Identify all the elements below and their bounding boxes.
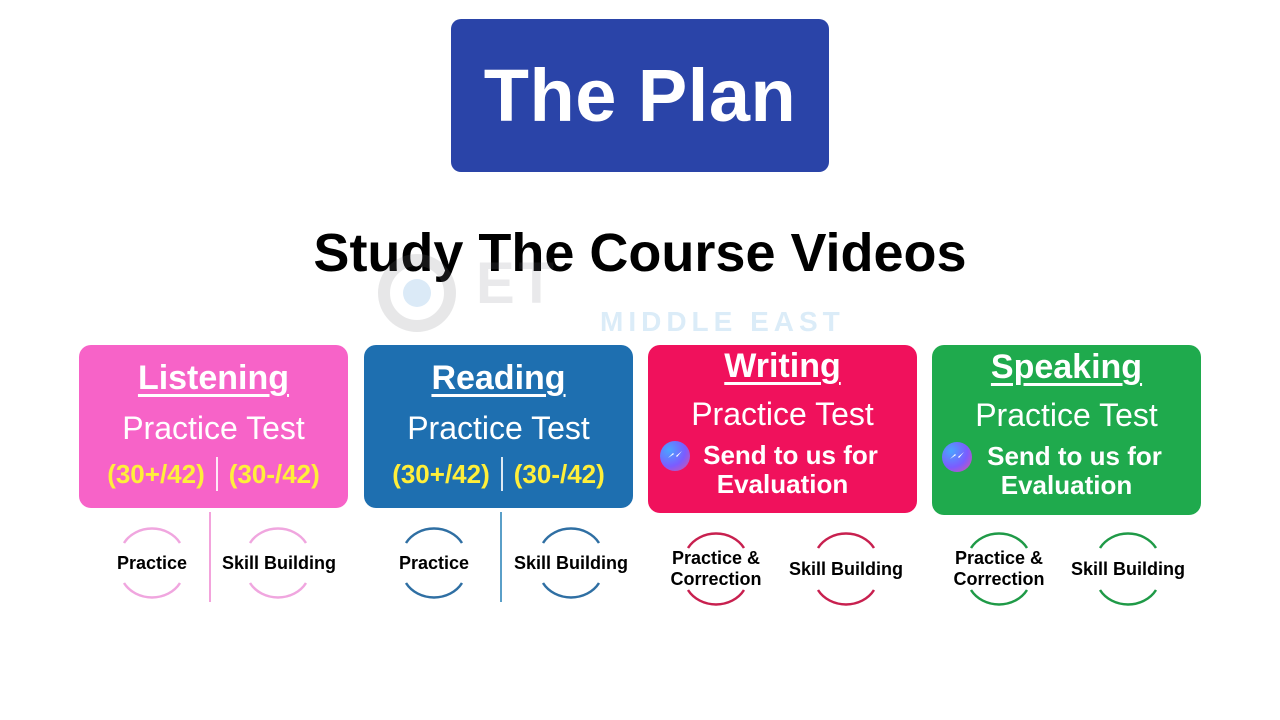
messenger-icon [660,441,690,471]
send-line-1: Send to us for [703,440,878,470]
send-line-1: Send to us for [987,441,1162,471]
card-practice-test: Practice Test [407,410,590,446]
outcome-arc [404,527,464,599]
score-low: (30-/42) [228,458,320,489]
card-practice-test: Practice Test [122,410,305,446]
card-practice-test: Practice Test [975,397,1158,433]
card-skill-title: Listening [137,359,290,397]
outcome-practice-correction: Practice & Correction [953,548,1045,589]
score-high: (30+/42) [392,458,490,489]
card-scores: (30+/42) (30-/42) [79,457,348,491]
card-send-evaluation: Send to us for Evaluation [932,442,1201,500]
card-reading: Reading Practice Test (30+/42) (30-/42) [364,345,633,508]
outcome-practice-correction: Practice & Correction [670,548,762,589]
score-divider [500,457,503,491]
page-title: The Plan [483,54,797,137]
card-send-evaluation: Send to us for Evaluation [648,441,917,499]
outcome-skill-building: Skill Building [788,558,903,579]
card-listening: Listening Practice Test (30+/42) (30-/42… [79,345,348,508]
outcome-arc [816,532,876,606]
score-low: (30-/42) [513,458,605,489]
title-box: The Plan [451,19,829,172]
outcome-arc [1098,532,1158,606]
outcome-practice: Practice [398,552,470,573]
messenger-icon [942,442,972,472]
card-speaking: Speaking Practice Test Send to us for Ev… [932,345,1201,515]
send-line-2: Evaluation [716,469,849,499]
score-high: (30+/42) [107,458,205,489]
card-scores: (30+/42) (30-/42) [364,457,633,491]
card-skill-title: Speaking [990,348,1143,386]
outcome-arc [248,527,308,599]
watermark-region: MIDDLE EAST [600,306,845,337]
outcome-arc [541,527,601,599]
outcome-skill-building: Skill Building [513,552,628,573]
outcome-practice: Practice [116,552,188,573]
card-writing: Writing Practice Test Send to us for Eva… [648,345,917,513]
card-skill-title: Reading [431,359,566,397]
outcome-skill-building: Skill Building [221,552,336,573]
divider-line-reading [500,512,502,602]
score-divider [215,457,218,491]
send-line-2: Evaluation [1000,470,1133,500]
page-subtitle: Study The Course Videos [313,223,967,283]
outcome-arc [122,527,182,599]
divider-line-listening [209,512,211,602]
outcome-skill-building: Skill Building [1070,558,1185,579]
card-skill-title: Writing [724,347,841,385]
outcome-arc [686,532,746,606]
outcome-arc [969,532,1029,606]
card-practice-test: Practice Test [691,396,874,432]
